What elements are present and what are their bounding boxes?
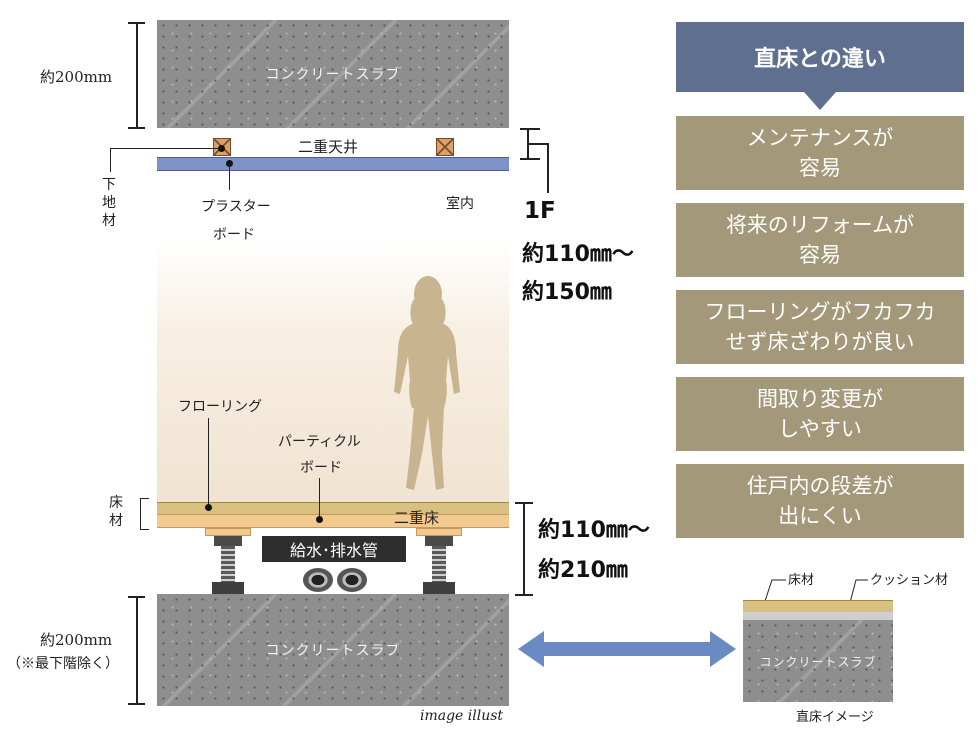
top-dim-line xyxy=(136,22,138,128)
direct-floor-cushion xyxy=(743,612,893,620)
support-pad-left xyxy=(205,528,251,536)
top-slab-dim: 約200mm xyxy=(40,68,113,86)
bottom-slab-dim-1: 約200mm xyxy=(40,631,113,649)
room-space xyxy=(157,240,509,502)
plaster-board-label-2: ボード xyxy=(213,227,255,243)
flooring-layer xyxy=(157,502,509,514)
top-dim-tick-top xyxy=(128,22,145,24)
support-leg-left xyxy=(221,546,235,582)
bottom-concrete-slab: コンクリートスラブ xyxy=(157,594,509,706)
ceiling-dim-max: 約150㎜ xyxy=(522,280,612,305)
comparison-arrow xyxy=(518,631,736,667)
plaster-board-dot xyxy=(226,160,233,167)
floor-dim-min: 約110㎜～ xyxy=(538,518,650,543)
flooring-leader xyxy=(208,418,210,506)
top-dim-tick-bottom xyxy=(128,127,145,129)
support-leg-right xyxy=(432,546,446,582)
particle-board-dot xyxy=(316,516,323,523)
top-slab-label: コンクリートスラブ xyxy=(265,67,401,83)
double-floor-label: 二重床 xyxy=(394,509,440,527)
person-silhouette xyxy=(394,276,460,490)
double-ceiling-label: 二重天井 xyxy=(298,138,359,156)
support-base-right xyxy=(423,582,455,594)
pipes-label: 給水･排水管 xyxy=(289,541,378,560)
direct-floor-slab-label: コンクリートスラブ xyxy=(759,654,877,669)
ceiling-bracket-vertical xyxy=(527,128,529,159)
support-cap-left xyxy=(214,536,242,546)
bottom-dim-line xyxy=(136,596,138,704)
direct-floor-caption: 直床イメージ xyxy=(796,710,874,725)
particle-board-label-1: パーティクル xyxy=(278,434,361,450)
pipes-label-box: 給水･排水管 xyxy=(262,536,406,562)
bottom-dim-tick-top xyxy=(128,596,145,598)
flooring-label: フローリング xyxy=(178,399,262,415)
ceiling-leader-h xyxy=(528,143,548,145)
benefit-item-1: メンテナンスが容易 xyxy=(676,116,964,190)
support-base-left xyxy=(212,582,244,594)
benefit-item-5: 住戸内の段差が出にくい xyxy=(676,464,964,538)
direct-floor-material-label: 床材 xyxy=(788,573,815,588)
base-material-leader-h xyxy=(110,148,222,150)
panel-title: 直床との違い xyxy=(676,22,964,92)
flooring-dot xyxy=(205,504,212,511)
ceiling-bracket-top xyxy=(520,128,540,130)
floor-bracket-vertical xyxy=(523,502,525,595)
direct-floor-flooring xyxy=(743,600,893,612)
ceiling-leader-v xyxy=(547,143,549,193)
direct-floor-slab: コンクリートスラブ xyxy=(743,620,893,702)
image-illust-caption: image illust xyxy=(420,708,504,724)
panel-title-pointer xyxy=(804,92,836,110)
direct-floor-cushion-label: クッション材 xyxy=(870,573,949,588)
floor-material-bracket xyxy=(140,498,149,530)
particle-board-label-2: ボード xyxy=(300,460,342,476)
indoor-label: 室内 xyxy=(446,196,474,212)
particle-board-leader xyxy=(319,478,321,518)
ceiling-dim-min: 約110㎜～ xyxy=(522,242,634,267)
benefit-item-4: 間取り変更がしやすい xyxy=(676,377,964,451)
floor-material-label: 床材 xyxy=(109,495,123,529)
bottom-slab-label: コンクリートスラブ xyxy=(265,643,401,659)
top-concrete-slab: コンクリートスラブ xyxy=(157,20,509,128)
plaster-board-label-1: プラスター xyxy=(201,199,271,215)
particle-board-layer xyxy=(157,514,509,528)
pipe-right xyxy=(337,568,367,592)
ceiling-stud-right xyxy=(436,138,454,156)
ceiling-bracket-bottom xyxy=(520,158,540,160)
floor-dim-max: 約210㎜ xyxy=(538,558,628,583)
bottom-dim-tick-bottom xyxy=(128,703,145,705)
benefit-item-2: 将来のリフォームが容易 xyxy=(676,203,964,277)
bottom-slab-dim-2: （※最下階除く） xyxy=(7,656,119,672)
plaster-board xyxy=(157,157,509,171)
panel-title-text: 直床との違い xyxy=(754,47,886,72)
base-material-leader-v xyxy=(110,148,112,172)
support-pad-right xyxy=(416,528,462,536)
support-cap-right xyxy=(425,536,453,546)
pipe-left xyxy=(303,568,333,592)
plaster-board-leader xyxy=(229,164,231,190)
benefit-item-3: フローリングがフカフカせず床ざわりが良い xyxy=(676,290,964,364)
ceiling-dim-1f: 1F xyxy=(524,198,556,224)
base-material-label: 下地材 xyxy=(102,177,116,229)
